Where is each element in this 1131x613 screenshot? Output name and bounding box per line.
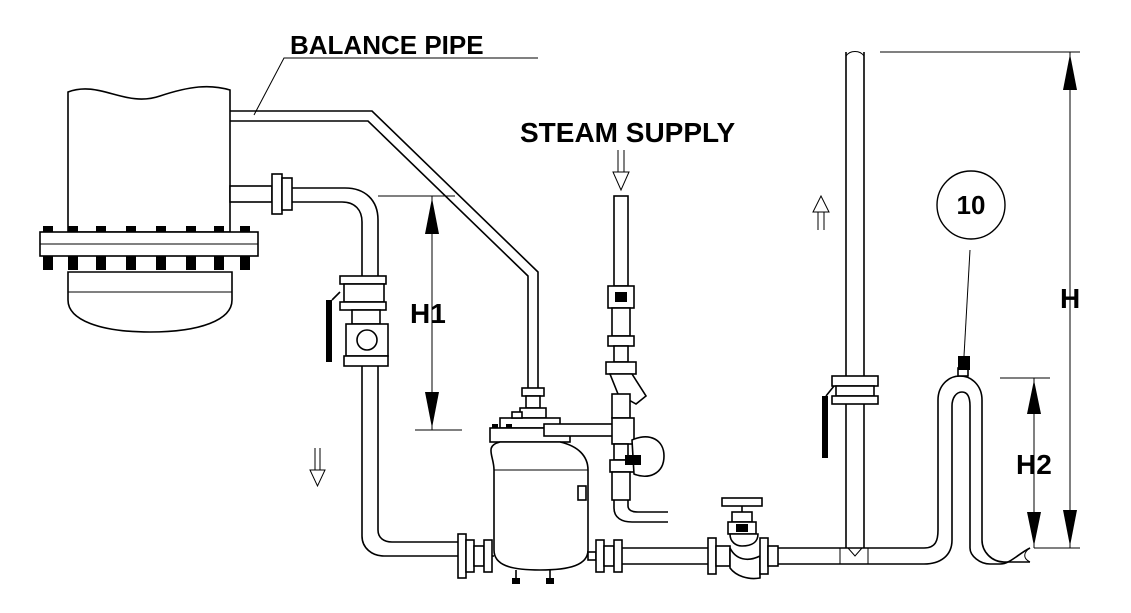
discharge-pipe [622,547,708,565]
h1-dimension [378,195,462,431]
h2-label: H2 [1016,449,1052,480]
h-label: H [1060,283,1080,314]
balance-pipe-label: BALANCE PIPE [290,30,484,60]
steam-supply-label: STEAM SUPPLY [520,117,736,148]
steam-flow-arrow-icon [612,150,630,192]
check-valve [707,537,731,575]
vessel [39,85,259,333]
discharge-isolation-valve [721,497,779,580]
flow-arrow-up-icon [812,194,830,230]
vessel-outlet-nozzle [229,173,293,215]
discharge-pipe-2 [778,547,924,565]
riser-pipe [822,51,879,557]
steam-supply-line [543,195,668,523]
inlet-pipe [292,187,460,557]
u-loop [923,375,1031,565]
pump-trap [489,387,589,584]
vent-valve [957,249,971,377]
item-callout: 10 [936,170,1006,240]
h2-dimension [1000,377,1050,548]
balance-pipe [230,57,539,388]
flow-arrow-down-icon [309,448,326,488]
pump-inlet-flanges [457,533,494,579]
item-number: 10 [957,190,986,220]
pump-outlet-flanges [587,539,623,573]
h-dimension [880,51,1080,549]
h1-label: H1 [410,298,446,329]
